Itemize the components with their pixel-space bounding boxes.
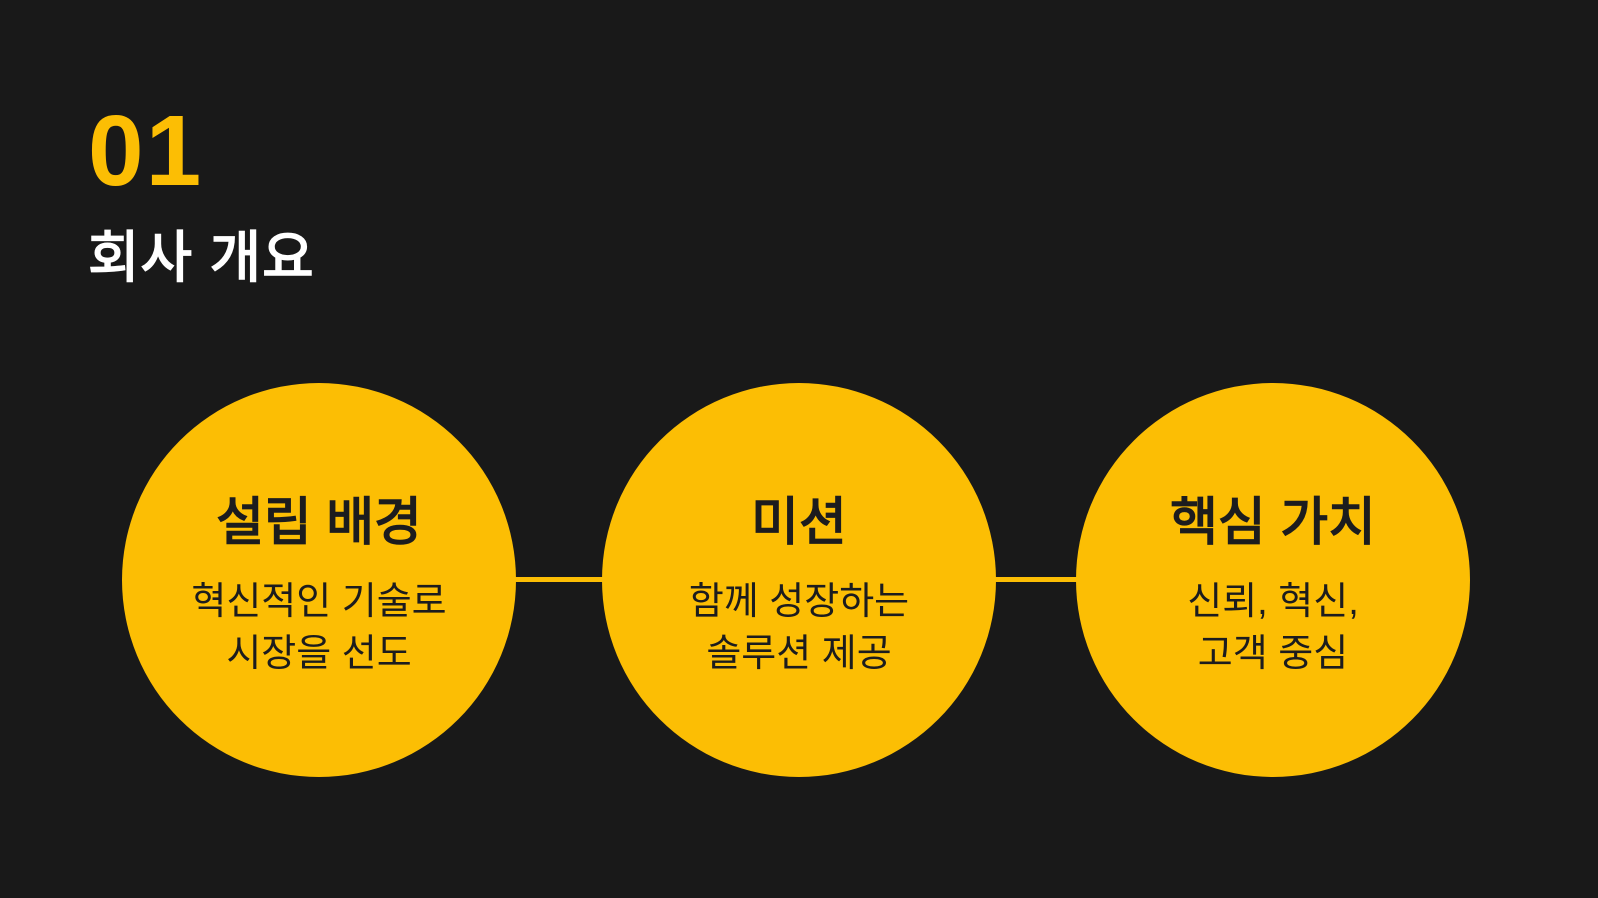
section-number: 01	[88, 95, 204, 207]
diagram-node-core-values: 핵심 가치 신뢰, 혁신, 고객 중심	[1076, 383, 1470, 777]
node-description: 신뢰, 혁신, 고객 중심	[1187, 576, 1359, 680]
node-description-line: 시장을 선도	[226, 633, 412, 676]
node-description-line: 고객 중심	[1197, 633, 1349, 676]
section-title: 회사 개요	[88, 226, 315, 289]
node-description-line: 함께 성장하는	[688, 581, 910, 624]
node-description-line: 신뢰, 혁신,	[1187, 581, 1359, 624]
diagram-node-founding-background: 설립 배경 혁신적인 기술로 시장을 선도	[122, 383, 516, 777]
node-title: 미션	[751, 493, 847, 552]
node-description-line: 솔루션 제공	[706, 633, 892, 676]
slide-header: 01 회사 개요	[88, 101, 315, 289]
node-description: 함께 성장하는 솔루션 제공	[689, 576, 909, 680]
node-title: 핵심 가치	[1170, 493, 1376, 552]
node-description: 혁신적인 기술로 시장을 선도	[191, 576, 446, 680]
diagram-node-mission: 미션 함께 성장하는 솔루션 제공	[602, 383, 996, 777]
node-description-line: 혁신적인 기술로	[191, 581, 447, 624]
node-title: 설립 배경	[216, 493, 422, 552]
